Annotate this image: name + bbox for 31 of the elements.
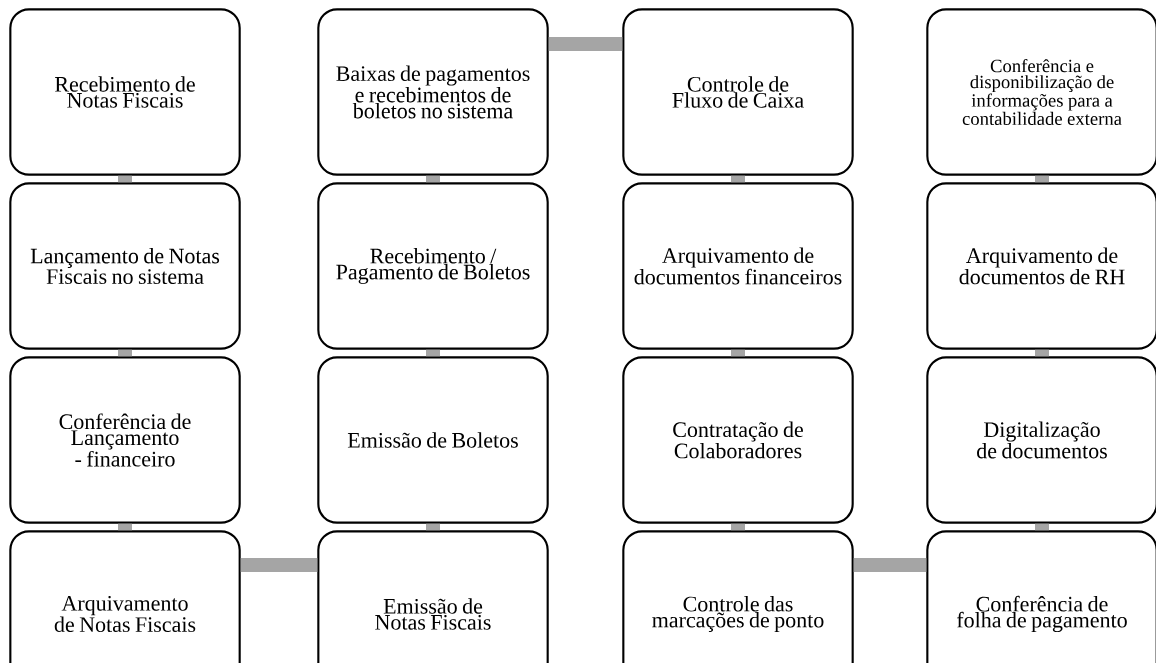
process-box: Arquivamento de documentos financeiros — [622, 182, 854, 350]
process-box: Emissão de Notas Fiscais — [317, 530, 549, 663]
process-box: Conferência e disponibilização de informações para a contabilidade externa — [926, 8, 1156, 176]
process-box: Baixas de pagamentos e recebimentos de boletos no sistema — [317, 8, 549, 176]
connector-bar — [426, 523, 440, 531]
connector-bar — [1035, 523, 1049, 531]
connector-bar — [118, 349, 132, 357]
process-box: Digitalização de documentos — [926, 356, 1156, 524]
process-box: Arquivamento de Notas Fiscais — [9, 530, 241, 663]
connector-bar — [426, 175, 440, 183]
connector-bar — [1035, 349, 1049, 357]
process-box: Controle das marcações de ponto — [622, 530, 854, 663]
process-box: Controle de Fluxo de Caixa — [622, 8, 854, 176]
connector-bar — [853, 558, 927, 572]
connector-bar — [731, 349, 745, 357]
connector-bar — [731, 175, 745, 183]
process-box: Conferência de folha de pagamento — [926, 530, 1156, 663]
connector-bar — [426, 349, 440, 357]
process-box: Arquivamento de documentos de RH — [926, 182, 1156, 350]
process-box: Contratação de Colaboradores — [622, 356, 854, 524]
connector-bar — [118, 175, 132, 183]
process-box: Emissão de Boletos — [317, 356, 549, 524]
connector-bar — [240, 558, 318, 572]
process-box: Conferência de Lançamento - financeiro — [9, 356, 241, 524]
connector-bar — [118, 523, 132, 531]
process-box: Recebimento / Pagamento de Boletos — [317, 182, 549, 350]
process-box: Lançamento de Notas Fiscais no sistema — [9, 182, 241, 350]
connector-bar — [1035, 175, 1049, 183]
process-box: Recebimento de Notas Fiscais — [9, 8, 241, 176]
connector-bar — [731, 523, 745, 531]
connector-bar — [548, 37, 623, 51]
